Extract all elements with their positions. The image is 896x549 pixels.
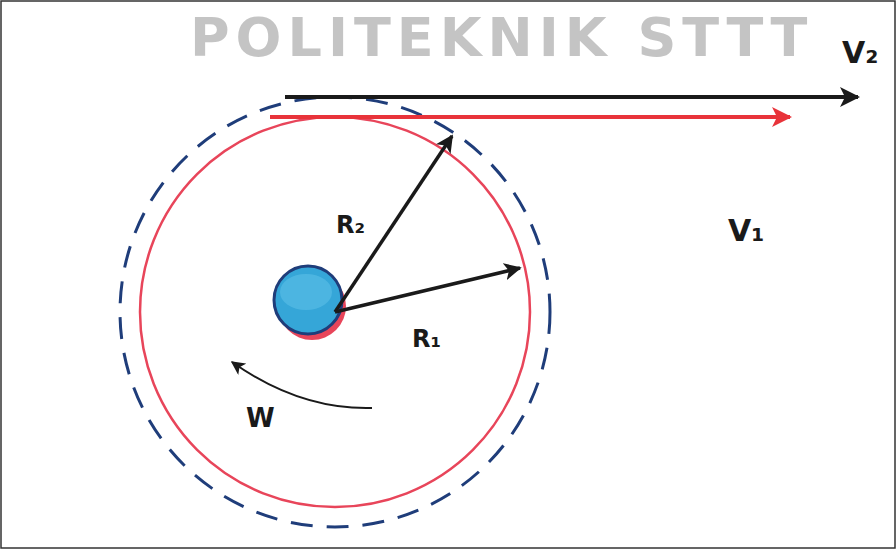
radius-arrow-r2: [335, 136, 452, 312]
outer-dashed-circle: [120, 97, 550, 527]
rotation-label: W: [246, 404, 275, 433]
hub-highlight: [280, 274, 332, 310]
velocity-label: V₁: [728, 214, 764, 247]
rotation-arrow: [232, 362, 372, 408]
radius-label: R₁: [412, 326, 441, 352]
watermark: POLITEKNIK STTT: [190, 8, 813, 67]
radius-arrow-r1: [335, 268, 520, 312]
velocity-arrow-v2: [285, 95, 858, 99]
radius-label: R₂: [336, 212, 365, 238]
hub: [274, 266, 342, 334]
velocity-label: V₂: [842, 36, 878, 69]
velocity-arrow-v1: [270, 115, 790, 119]
inner-red-circle: [140, 117, 530, 507]
